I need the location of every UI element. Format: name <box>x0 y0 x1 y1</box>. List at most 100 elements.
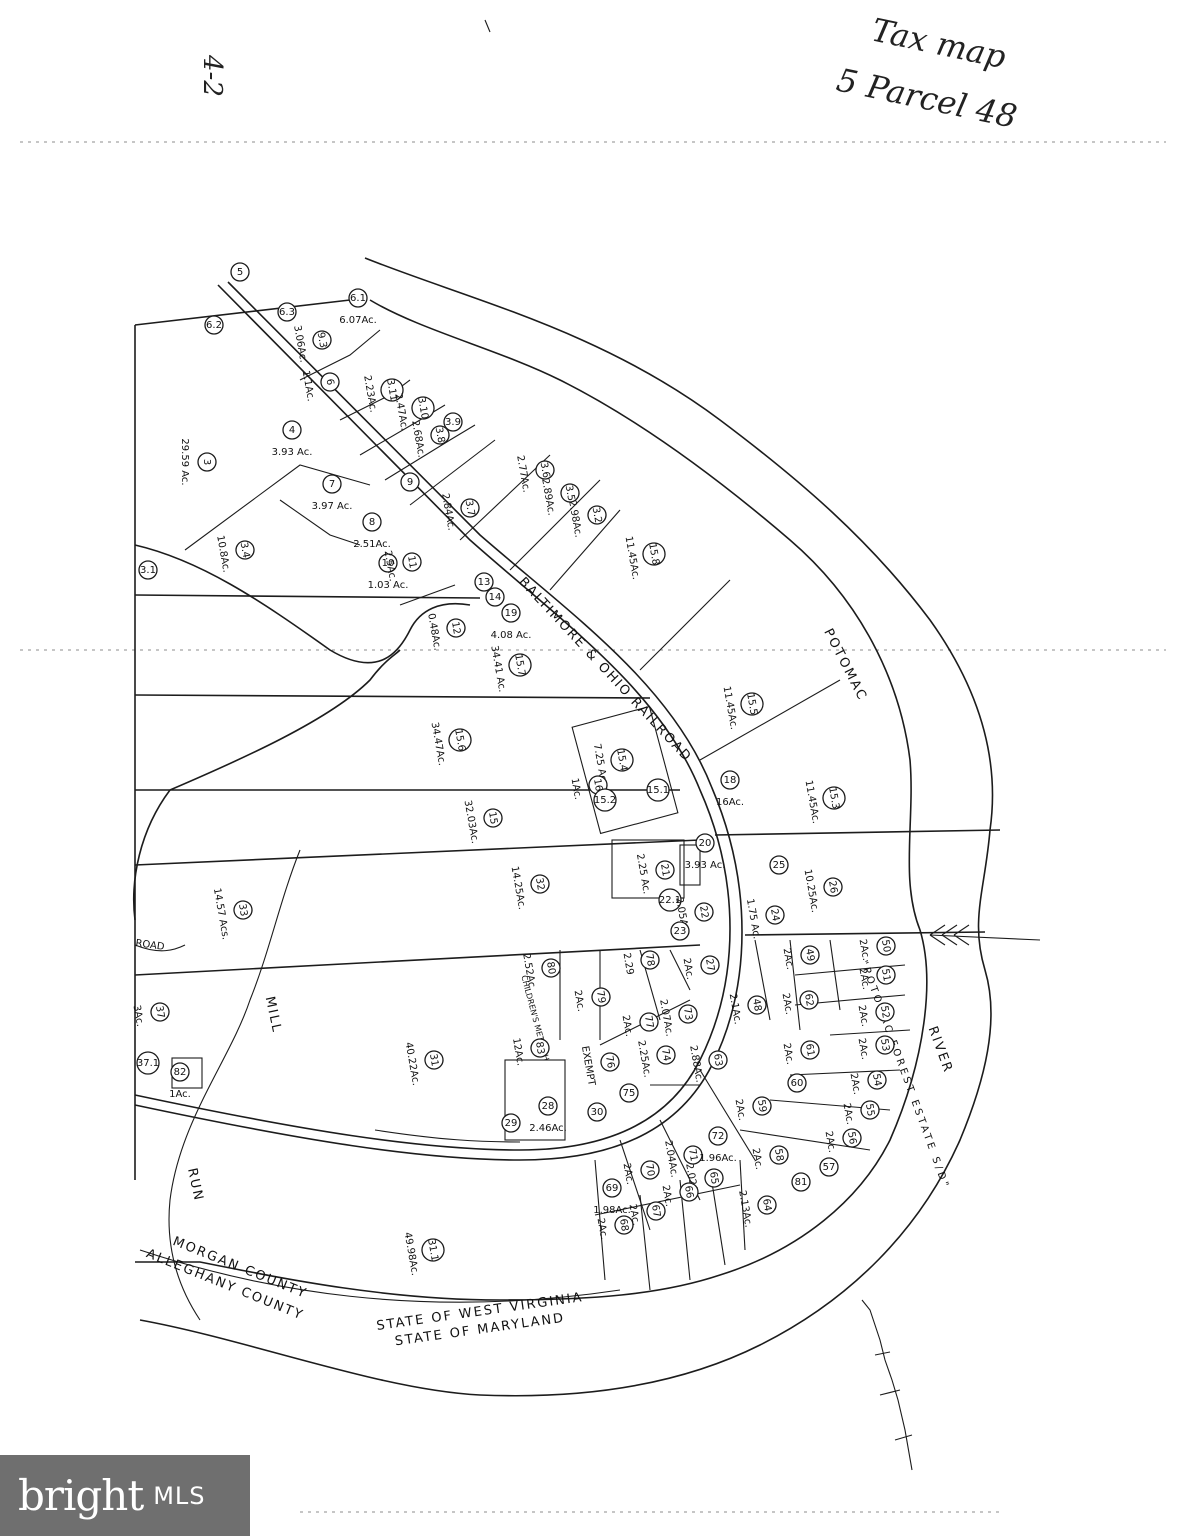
logo-wordmark: bright <box>18 1471 144 1520</box>
lot-line <box>789 1069 901 1076</box>
lot-line <box>754 939 771 1021</box>
lot-line <box>549 509 621 591</box>
parcel-9-3: 9.33.06Ac. <box>291 324 332 363</box>
parcel-circle-icon <box>402 552 422 572</box>
parcel-acreage: 2Ac. <box>848 1072 863 1095</box>
parcel-number: 58 <box>772 1148 785 1162</box>
lot-outline <box>611 839 685 899</box>
parcel-number: 53 <box>878 1038 891 1052</box>
parcel-circle-icon <box>752 1096 772 1116</box>
parcel-number: 15 <box>486 811 499 825</box>
river-potomac-label: POTOMAC <box>820 626 869 703</box>
parcel-circle-icon <box>591 987 611 1007</box>
parcel-circle-icon <box>875 1002 895 1022</box>
parcel-circle-icon <box>474 572 494 592</box>
parcel-acreage: 2.13Ac. <box>736 1189 753 1228</box>
parcel-number: 28 <box>542 1101 555 1112</box>
parcel-number: 10 <box>382 558 395 569</box>
parcel-circle-icon <box>769 855 789 875</box>
parcel-acreage: 2Ac. <box>681 957 696 980</box>
parcel-number: 68 <box>617 1218 630 1232</box>
parcel-acreage: 1.1Ac. <box>300 370 316 403</box>
lot-line <box>829 939 841 1011</box>
parcel-number: 6.3 <box>279 307 295 318</box>
parcel-number: 3.5 <box>563 484 577 502</box>
parcel-circle-icon <box>530 874 550 894</box>
parcel-circle-icon <box>602 1178 622 1198</box>
parcel-circle-icon <box>683 1145 703 1165</box>
parcel-acreage: 2Ac. <box>857 938 872 961</box>
parcel-acreage: 2Ac. <box>781 1042 796 1065</box>
parcel-circle-icon <box>170 1062 190 1082</box>
parcel-number: 11 <box>405 555 418 569</box>
lot-line <box>409 439 496 506</box>
parcel-circle-icon <box>646 778 670 802</box>
parcel-acreage: 3.93 Ac. <box>685 860 726 871</box>
parcel-number: 74 <box>659 1048 672 1062</box>
parcel-74: 742.25Ac. <box>635 1039 676 1078</box>
parcel-circle-icon <box>380 378 404 402</box>
parcel-acreage: 2Ac. <box>857 967 872 990</box>
parcel-number: 12 <box>449 621 462 635</box>
parcel-number: 27 <box>703 958 716 972</box>
parcel-circle-icon <box>876 936 896 956</box>
parcel-boundary <box>134 694 651 699</box>
parcel-number: 3.8 <box>433 426 447 444</box>
parcel-circle-icon <box>411 396 435 420</box>
parcel-acreage: 2.89Ac. <box>539 477 556 516</box>
parcel-69: 691.98Ac. <box>593 1178 631 1216</box>
parcel-number: 9.3 <box>315 331 329 349</box>
river-outer-bank <box>139 257 994 1397</box>
parcel-circle-icon <box>787 1073 807 1093</box>
parcel-10: 101.03 Ac. <box>368 553 408 591</box>
handwritten-note-line1: Tax map <box>868 11 1009 76</box>
parcel-circle-icon <box>424 1050 444 1070</box>
parcel-15-6: 15.634.47Ac. <box>429 721 472 767</box>
parcel-number: 55 <box>863 1103 876 1117</box>
parcel-78: 782.29 <box>620 950 660 976</box>
parcel-acreage: 3.93 Ac. <box>272 447 313 458</box>
railroad-siding <box>374 1129 521 1143</box>
parcel-circle-icon <box>460 498 480 518</box>
parcel-72: 721.96Ac. <box>699 1126 737 1164</box>
parcel-circle-icon <box>700 955 720 975</box>
parcel-number: 31.1 <box>425 1238 440 1262</box>
lot-line <box>699 1069 756 1161</box>
parcel-number: 3.2 <box>590 506 604 524</box>
parcel-acreage: 1Ac. <box>169 1089 191 1100</box>
lot-line <box>789 939 801 1031</box>
parcel-15-2: 15.2 <box>593 788 617 812</box>
parcel-number: 14 <box>489 592 502 603</box>
parcel-number: 63 <box>711 1053 724 1067</box>
parcel-circle-icon <box>875 1035 895 1055</box>
parcel-acreage: 14.25Ac. <box>509 865 527 910</box>
parcel-acreage: 2.51Ac. <box>353 539 391 550</box>
parcel-number: 76 <box>603 1055 616 1069</box>
parcel-acreage: 2Ac. <box>733 1098 748 1121</box>
parcel-number: 24 <box>768 908 781 922</box>
parcel-number: 37.1 <box>137 1058 159 1069</box>
parcel-circle-icon <box>757 1195 777 1215</box>
parcel-64: 642.13Ac. <box>736 1189 777 1228</box>
parcel-number: 73 <box>681 1007 694 1021</box>
parcel-acreage: 2.5Ac. <box>382 550 398 583</box>
parcel-21: 212.25 Ac. <box>634 853 675 895</box>
parcel-acreage: 11.45Ac. <box>721 685 739 730</box>
parcel-number: 8 <box>369 517 375 528</box>
parcel-number: 62 <box>802 993 815 1007</box>
parcel-number: 15.3 <box>826 786 841 810</box>
parcel-circle-icon <box>362 512 382 532</box>
scale-bar-ticks <box>874 1351 913 1441</box>
parcel-acreage: 2Ac. <box>781 947 796 970</box>
parcel-number: 51 <box>879 968 892 982</box>
railroad-label: BALTIMORE & OHIO RAILROAD <box>515 575 694 766</box>
parcel-number: 3.11 <box>384 378 399 402</box>
lot-line <box>639 1194 651 1291</box>
parcel-number: 6.1 <box>350 293 366 304</box>
